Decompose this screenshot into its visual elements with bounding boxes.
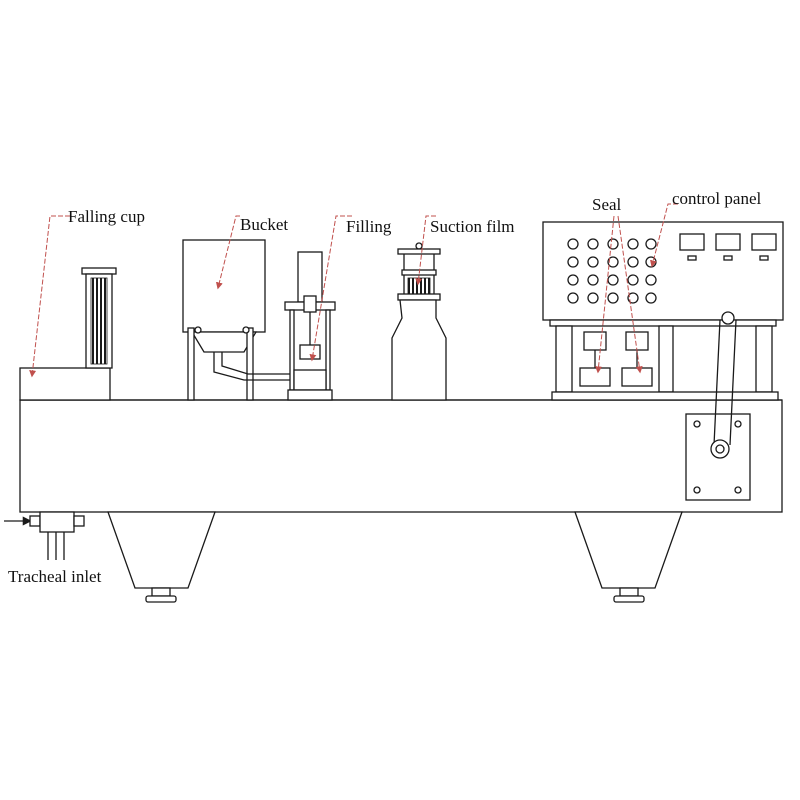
tracheal-inlet	[4, 511, 85, 560]
control-buttons-grid	[567, 238, 657, 304]
label-seal: Seal	[592, 195, 622, 214]
machine-body	[19, 399, 783, 513]
display-meters	[679, 233, 777, 261]
label-filling: Filling	[346, 217, 392, 236]
suction-film-station	[391, 242, 447, 401]
falling-cup-station	[19, 267, 117, 401]
label-control-panel: control panel	[672, 189, 761, 208]
bucket-station	[182, 239, 296, 401]
label-tracheal-inlet: Tracheal inlet	[8, 567, 102, 586]
right-leg	[574, 511, 683, 603]
filling-station	[284, 251, 336, 401]
left-leg	[107, 511, 216, 603]
leader-lines	[29, 203, 678, 378]
seal-columns	[549, 319, 779, 401]
label-suction-film: Suction film	[430, 217, 515, 236]
label-bucket: Bucket	[240, 215, 288, 234]
belt-drive	[685, 311, 751, 501]
control-panel-housing	[542, 221, 784, 321]
label-falling-cup: Falling cup	[68, 207, 145, 226]
